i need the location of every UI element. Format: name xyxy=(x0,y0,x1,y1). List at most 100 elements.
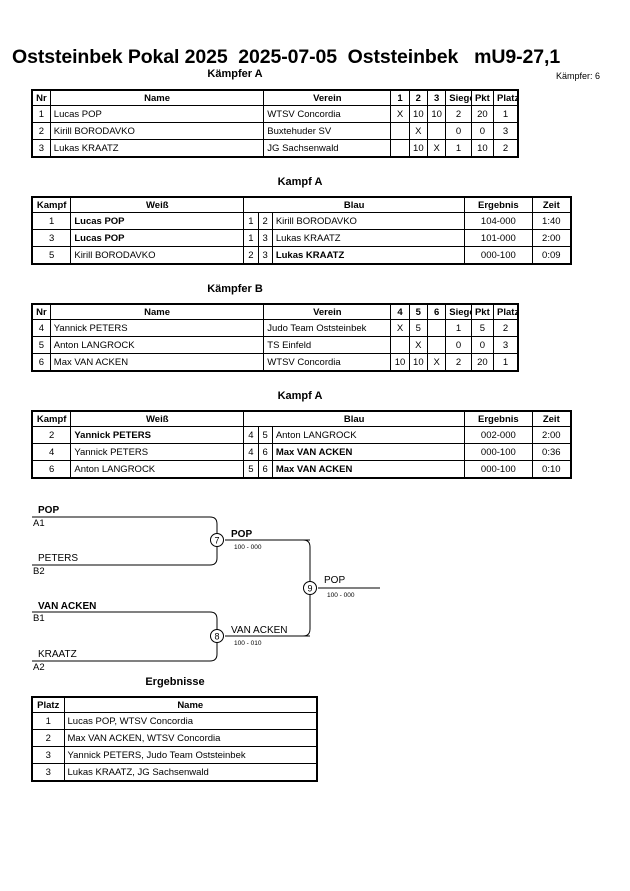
table-cell: 0:09 xyxy=(531,246,572,265)
table-cell: 1 xyxy=(493,353,519,372)
table-cell: X xyxy=(390,105,410,123)
column-header: Blau xyxy=(243,410,466,427)
table-cell: WTSV Concordia xyxy=(263,105,392,123)
table-cell: Lukas KRAATZ, JG Sachsenwald xyxy=(63,763,318,782)
table-cell: JG Sachsenwald xyxy=(263,139,392,158)
table-cell: 2 xyxy=(493,139,519,158)
semi1-winner: POP xyxy=(231,529,252,540)
table-cell: 5 xyxy=(31,246,72,265)
table-cell: Kirill BORODAVKO xyxy=(70,246,245,265)
table-cell: 0:36 xyxy=(531,443,572,461)
table-cell: 3 xyxy=(493,122,519,140)
table-cell: 1:40 xyxy=(531,212,572,230)
page-title: Oststeinbek Pokal 2025 2025-07-05 Ostste… xyxy=(12,46,561,68)
column-header: Pkt xyxy=(470,303,495,320)
semi2-winner: VAN ACKEN xyxy=(231,625,288,636)
table-cell: 2 xyxy=(257,212,273,230)
table-cell: X xyxy=(426,139,447,158)
table-cell: 2:00 xyxy=(531,426,572,444)
semi2-bottom-seed: A2 xyxy=(33,662,45,673)
pool-b-title: Kämpfer B xyxy=(207,283,263,295)
table-cell: Anton LANGROCK xyxy=(70,460,245,479)
table-cell: Yannick PETERS, Judo Team Oststeinbek xyxy=(63,746,318,764)
table-cell: 6 xyxy=(257,443,273,461)
table-cell: 1 xyxy=(31,212,72,230)
table-cell: 000-100 xyxy=(464,246,533,265)
table-cell: 0 xyxy=(445,122,472,140)
column-header: Kampf xyxy=(31,196,72,213)
table-cell: X xyxy=(408,122,428,140)
semi2-top-name: VAN ACKEN xyxy=(38,601,96,612)
table-cell: 10 xyxy=(408,353,428,372)
table-cell: 3 xyxy=(31,229,72,247)
column-header: 3 xyxy=(426,89,447,106)
table-cell: Yannick PETERS xyxy=(70,443,245,461)
table-cell: Max VAN ACKEN, WTSV Concordia xyxy=(63,729,318,747)
table-cell: Anton LANGROCK xyxy=(271,426,466,444)
column-header: 2 xyxy=(408,89,428,106)
table-header-row: NrNameVerein123SiegePktPlatz xyxy=(31,89,519,106)
table-cell: 0 xyxy=(445,336,472,354)
column-header: Platz xyxy=(493,303,519,320)
column-header: Name xyxy=(49,89,265,106)
table-cell: TS Einfeld xyxy=(263,336,392,354)
table-cell: 1 xyxy=(31,712,65,730)
semi1-top-seed: A1 xyxy=(33,518,45,529)
column-header: Pkt xyxy=(470,89,495,106)
semi1-bottom-name: PETERS xyxy=(38,553,78,564)
table-cell: 1 xyxy=(31,105,51,123)
table-cell: 3 xyxy=(31,139,51,158)
table-cell: 2 xyxy=(445,353,472,372)
fighter-count: Kämpfer: 6 xyxy=(555,71,600,81)
final-score: 100 - 000 xyxy=(327,592,355,599)
fight-7-circle: 7 xyxy=(210,533,224,547)
column-header: 6 xyxy=(426,303,447,320)
table-cell: Lukas KRAATZ xyxy=(271,246,466,265)
column-header: Ergebnis xyxy=(464,196,533,213)
table-cell: Kirill BORODAVKO xyxy=(49,122,265,140)
table-cell: 10 xyxy=(390,353,410,372)
table-cell: 000-100 xyxy=(464,460,533,479)
fight-8-number: 8 xyxy=(214,632,219,642)
table-cell: 4 xyxy=(243,443,259,461)
table-cell xyxy=(426,319,447,337)
table-cell: Lucas POP xyxy=(70,229,245,247)
table-cell: X xyxy=(426,353,447,372)
column-header: Weiß xyxy=(70,410,245,427)
table-cell: 3 xyxy=(257,229,273,247)
column-header: Nr xyxy=(31,303,51,320)
table-cell: 2 xyxy=(243,246,259,265)
table-cell: 10 xyxy=(426,105,447,123)
table-cell: 6 xyxy=(257,460,273,479)
table-cell: 0:10 xyxy=(531,460,572,479)
table-cell: 20 xyxy=(470,353,495,372)
column-header: Name xyxy=(63,696,318,713)
table-cell: 1 xyxy=(493,105,519,123)
table-cell: 2 xyxy=(31,122,51,140)
table-cell: 3 xyxy=(31,763,65,782)
table-cell: Max VAN ACKEN xyxy=(49,353,265,372)
table-cell: 000-100 xyxy=(464,443,533,461)
table-cell: 2 xyxy=(493,319,519,337)
column-header: Siege xyxy=(445,303,472,320)
table-cell: 5 xyxy=(243,460,259,479)
table-cell: 4 xyxy=(31,319,51,337)
table-cell: 5 xyxy=(408,319,428,337)
table-cell: 20 xyxy=(470,105,495,123)
table-cell: Lucas POP, WTSV Concordia xyxy=(63,712,318,730)
table-cell: 3 xyxy=(493,336,519,354)
table-cell: 1 xyxy=(445,139,472,158)
semi1-top-name: POP xyxy=(38,505,59,516)
table-cell xyxy=(390,122,410,140)
column-header: Ergebnis xyxy=(464,410,533,427)
